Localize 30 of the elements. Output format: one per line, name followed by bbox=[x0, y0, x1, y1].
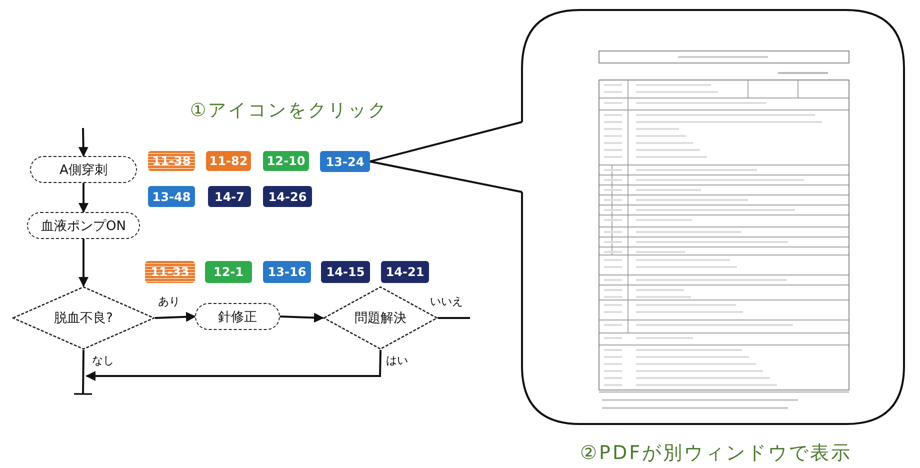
code-button: 12-1 bbox=[205, 261, 252, 283]
code-button: 13-48 bbox=[148, 186, 195, 207]
arrow bbox=[86, 350, 382, 381]
code-button: 14-26 bbox=[263, 186, 312, 207]
connector-line bbox=[438, 317, 470, 319]
code-button: 14-15 bbox=[321, 261, 370, 283]
callout-pointer bbox=[369, 121, 523, 193]
code-button: 12-10 bbox=[263, 151, 309, 171]
process-box: 針修正 bbox=[195, 303, 280, 330]
instruction-text: ①アイコンをクリック bbox=[190, 99, 388, 122]
arrow bbox=[280, 312, 324, 323]
code-button: 13-24 bbox=[320, 151, 370, 172]
code-button: 13-16 bbox=[263, 261, 311, 283]
process-box: A側穿刺 bbox=[30, 156, 137, 183]
code-button: 14-7 bbox=[208, 186, 251, 207]
decision-diamond: 脱血不良? bbox=[12, 286, 155, 350]
edge-label: あり bbox=[158, 296, 180, 308]
edge-label: なし bbox=[92, 355, 114, 367]
code-button: 11-82 bbox=[206, 151, 251, 171]
arrow bbox=[78, 239, 88, 287]
edge-label: いいえ bbox=[430, 296, 463, 308]
arrow bbox=[78, 183, 88, 213]
process-box: 血液ポンプON bbox=[27, 212, 140, 239]
connector-line bbox=[73, 350, 93, 395]
speech-bubble bbox=[520, 8, 906, 426]
arrow bbox=[154, 312, 196, 322]
edge-label: はい bbox=[386, 355, 408, 367]
code-button: 14-21 bbox=[381, 261, 429, 283]
instruction-text: ②PDFが別ウィンドウで表示 bbox=[580, 441, 852, 466]
arrow bbox=[78, 128, 88, 157]
